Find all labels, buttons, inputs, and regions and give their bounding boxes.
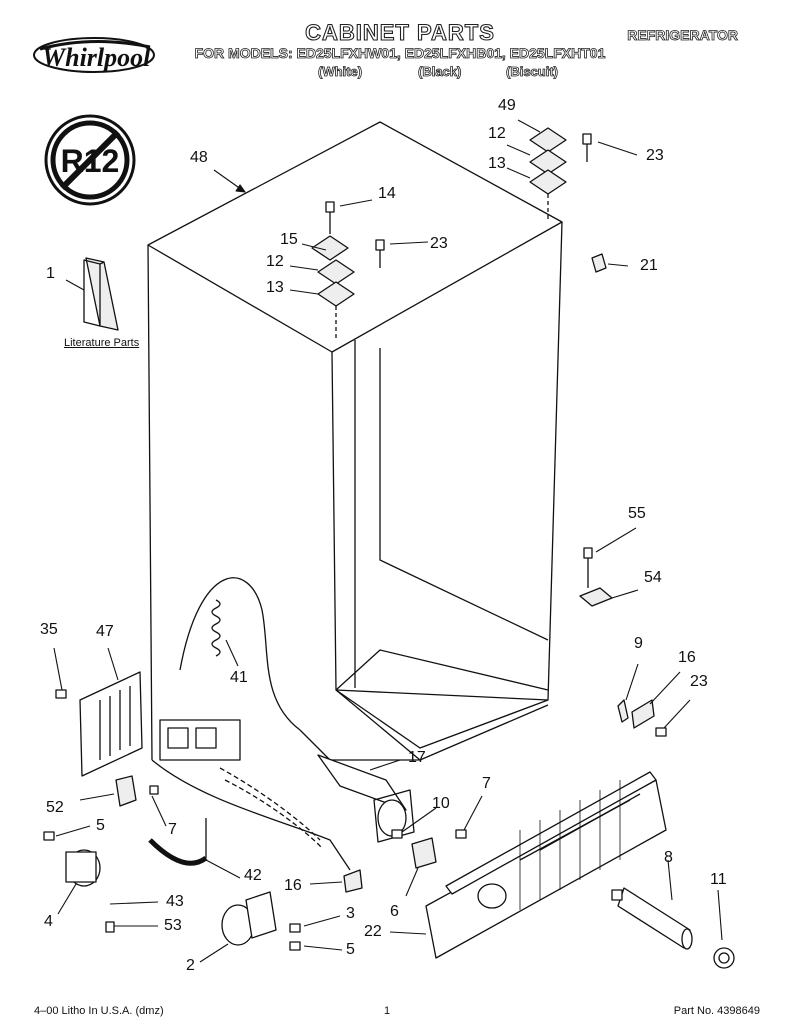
callout-35: 35 [40, 621, 58, 638]
page-title: CABINET PARTS [305, 19, 495, 45]
callout-23-top: 23 [646, 147, 664, 164]
callout-23-right: 23 [690, 673, 708, 690]
filter-cap [713, 947, 735, 969]
badge-text: R12 [61, 143, 120, 179]
footer-part-number: Part No. 4398649 [673, 1005, 760, 1017]
callout-14: 14 [378, 185, 396, 202]
leader-lines [53, 119, 723, 963]
callout-49: 49 [498, 97, 516, 114]
callout-41: 41 [230, 669, 248, 686]
callout-47: 47 [96, 623, 114, 640]
color-white: (White) [318, 64, 363, 80]
callout-5-left: 5 [96, 817, 105, 834]
callout-1: 1 [46, 265, 55, 282]
callout-15: 15 [280, 231, 298, 248]
callout-12-mid: 12 [266, 253, 284, 270]
spring-part [211, 599, 221, 657]
bracket-6 [411, 837, 437, 869]
color-biscuit: (Biscuit) [506, 64, 559, 80]
callout-42: 42 [244, 867, 262, 884]
model-list: FOR MODELS: ED25LFXHW01, ED25LFXHB01, ED… [194, 45, 606, 62]
top-hinge-right [529, 127, 592, 222]
control-box [55, 671, 143, 777]
bracket-assembly [579, 547, 613, 607]
callout-48: 48 [190, 149, 208, 166]
callout-11: 11 [710, 871, 727, 888]
appliance-category: REFRIGERATOR [627, 27, 739, 44]
callout-3: 3 [346, 905, 355, 922]
footer-page-number: 1 [384, 1005, 391, 1017]
top-hinge-left [311, 201, 385, 338]
callout-55: 55 [628, 505, 646, 522]
callout-13-top: 13 [488, 155, 506, 172]
drain-tube [317, 754, 415, 843]
clamp-part [115, 775, 137, 807]
callout-23-mid: 23 [430, 235, 448, 252]
literature-label: Literature Parts [64, 337, 140, 349]
footer-litho: 4–00 Litho In U.S.A. (dmz) [34, 1005, 164, 1017]
callout-7-left: 7 [168, 821, 177, 838]
bracket-16-lower [343, 869, 363, 893]
callout-9: 9 [634, 635, 643, 652]
callout-7-right: 7 [482, 775, 491, 792]
callout-6: 6 [390, 903, 399, 920]
relay-part [65, 849, 101, 887]
callout-13-mid: 13 [266, 279, 284, 296]
callout-4: 4 [44, 913, 53, 930]
brand-name: Whirlpool [42, 43, 151, 72]
callout-54: 54 [644, 569, 662, 586]
no-r12-badge-icon: R12 [44, 114, 136, 206]
callout-22: 22 [364, 923, 382, 940]
logo-swoosh-icon [33, 37, 155, 73]
clip-part [591, 253, 607, 273]
callout-8: 8 [664, 849, 673, 866]
callout-16-right: 16 [678, 649, 696, 666]
callout-21: 21 [640, 257, 658, 274]
whirlpool-logo: Whirlpool [32, 35, 162, 80]
callout-12-top: 12 [488, 125, 506, 142]
bracket-9 [617, 699, 629, 723]
bracket-16-upper [631, 699, 655, 729]
front-grille [425, 771, 667, 959]
color-black: (Black) [418, 64, 462, 80]
water-filter [611, 887, 693, 950]
callout-10: 10 [432, 795, 450, 812]
callout-16-lower: 16 [284, 877, 302, 894]
screws [43, 727, 667, 951]
mount-bracket [221, 891, 277, 946]
callout-17: 17 [408, 749, 426, 766]
callout-52: 52 [46, 799, 64, 816]
callout-5-right: 5 [346, 941, 355, 958]
callout-53: 53 [164, 917, 182, 934]
callout-2: 2 [186, 957, 195, 974]
compressor-components [159, 719, 323, 849]
callout-43: 43 [166, 893, 184, 910]
cabinet-shell [147, 121, 563, 871]
literature-booklet [83, 257, 119, 331]
